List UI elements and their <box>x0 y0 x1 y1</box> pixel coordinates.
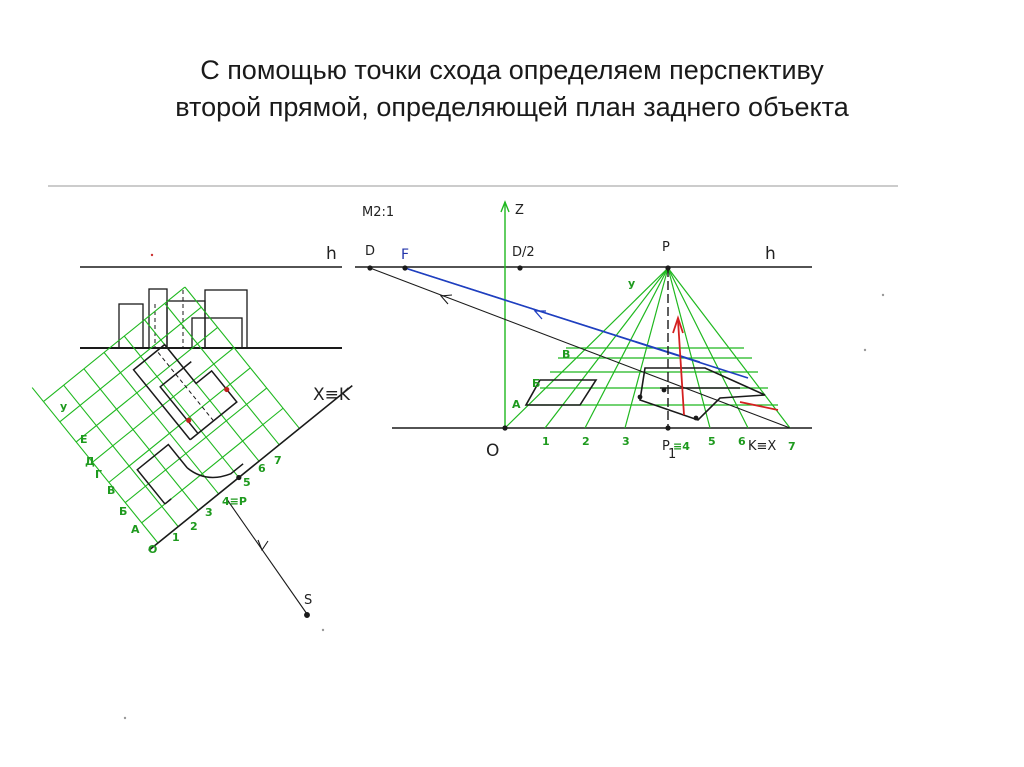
label-persp-v: В <box>562 348 570 361</box>
label-plan-1: 1 <box>172 531 180 544</box>
label-plan-a: A <box>131 523 140 536</box>
label-persp-1: 1 <box>542 435 550 448</box>
label-plan-2: 2 <box>190 520 198 533</box>
label-plan-7: 7 <box>274 454 282 467</box>
label-x-eq-k: X≡K <box>313 385 351 405</box>
ground-axis-x <box>148 385 353 552</box>
label-persp-2: 2 <box>582 435 590 448</box>
vanishing-line-f2 <box>404 267 701 363</box>
plan-outline <box>132 343 244 505</box>
label-plan-g: Г <box>95 468 102 481</box>
label-p1: P <box>662 439 670 454</box>
height-construction <box>672 315 779 416</box>
label-plan-6: 6 <box>258 462 266 475</box>
label-horizon-left: h <box>326 244 337 264</box>
label-persp-7: 7 <box>788 440 796 453</box>
diagonal-to-d <box>369 267 791 429</box>
title-line-2: второй прямой, определяющей план заднего… <box>175 92 849 122</box>
label-persp-5: 5 <box>708 435 716 448</box>
label-origin-o: O <box>486 441 499 461</box>
label-plan-y: y <box>60 400 67 413</box>
label-p1-sub: 1 <box>668 447 676 462</box>
label-persp-b: Б <box>532 377 540 390</box>
label-plan-e: E <box>80 433 88 446</box>
label-plan-3: 3 <box>205 506 213 519</box>
label-plan-b: Б <box>119 505 127 518</box>
plan-grid <box>31 286 300 544</box>
label-plan-d: Д <box>85 455 95 468</box>
label-plan-v: В <box>107 484 115 497</box>
label-s: S <box>304 593 312 608</box>
label-p: P <box>662 240 670 255</box>
perspective-plan <box>524 367 766 421</box>
projection-ray <box>225 497 310 618</box>
label-plan-o: O <box>148 543 157 556</box>
label-d-half: D/2 <box>512 245 535 260</box>
title-line-1: С помощью точки схода определяем перспек… <box>200 55 824 85</box>
label-scale: М2:1 <box>362 205 394 220</box>
label-persp-3: 3 <box>622 435 630 448</box>
label-horizon-right: h <box>765 244 776 264</box>
label-z: Z <box>515 203 524 218</box>
slide-title: С помощью точки схода определяем перспек… <box>0 52 1024 126</box>
label-f: F <box>401 247 409 263</box>
label-k-eq-x: K≡X <box>748 439 776 454</box>
label-d: D <box>365 244 375 259</box>
label-p1-eq: ≡4 <box>673 440 690 453</box>
label-plan-4p: 4≡P <box>222 495 247 508</box>
plan-view <box>31 286 353 552</box>
label-persp-6: 6 <box>738 435 746 448</box>
label-persp-y: y <box>628 277 635 290</box>
label-persp-a: A <box>512 398 521 411</box>
elevation-view <box>80 266 342 349</box>
label-plan-5: 5 <box>243 476 251 489</box>
points <box>367 265 699 431</box>
